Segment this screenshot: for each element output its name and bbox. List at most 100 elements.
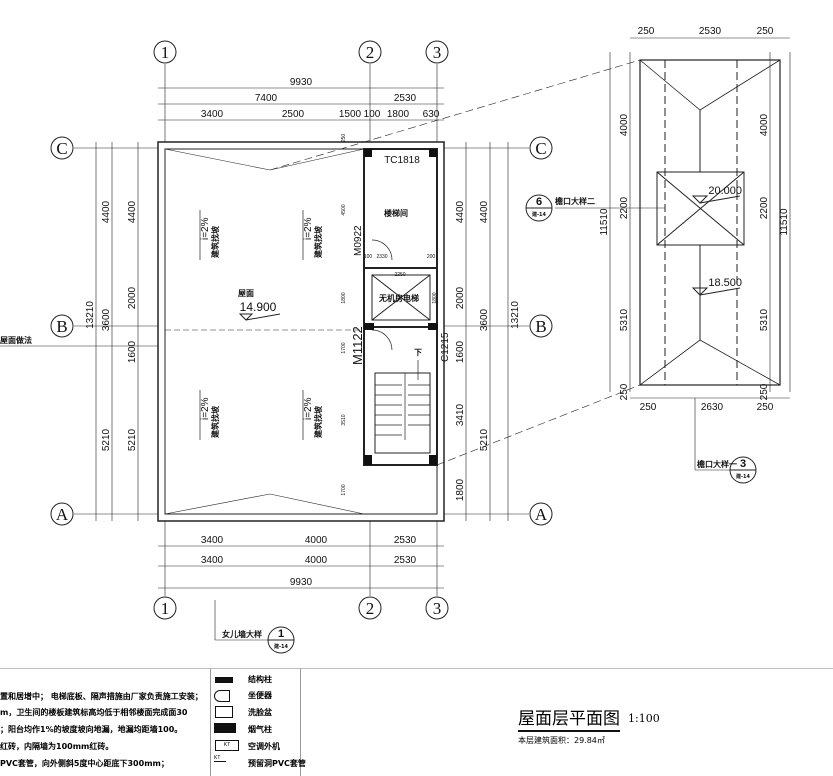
dimension-stair: 1700 xyxy=(341,484,347,495)
note-line: 红砖，内隔墙为100mm红砖。 xyxy=(0,742,114,751)
dimension-stair: 250 xyxy=(341,134,347,143)
dimension-detail: 250 xyxy=(757,402,774,413)
dimension-left: 5210 xyxy=(101,428,112,451)
legend-label: 结构柱 xyxy=(248,675,272,684)
slope-2: i=2% xyxy=(303,217,314,240)
dimension-detail: 11510 xyxy=(779,208,790,236)
dimension-bottom: 3400 xyxy=(201,535,224,546)
legend-table: 置和居增中； 电梯底板、隔声措施由厂家负责施工安装； m，卫生间的楼板建筑标高均… xyxy=(0,668,833,776)
toilet-icon xyxy=(214,690,230,702)
axis-label-1: 1 xyxy=(161,43,170,62)
legend-label: 烟气柱 xyxy=(248,725,272,734)
dimension-left: 1600 xyxy=(127,340,138,363)
slope-4: i=2% xyxy=(303,397,314,420)
dimension-left: 3600 xyxy=(101,308,112,331)
floor-area: 本层建筑面积：29.84㎡ xyxy=(518,736,605,745)
dimension-left: 4400 xyxy=(101,200,112,223)
dimension-detail: 5310 xyxy=(619,308,630,331)
axis-label-c: C xyxy=(56,139,67,158)
axis-label-a: A xyxy=(56,505,69,524)
dimension-top: 2530 xyxy=(394,93,417,104)
dimension-detail: 250 xyxy=(640,402,657,413)
drawing-scale: 1:100 xyxy=(628,712,660,725)
axis-label-3-bottom: 3 xyxy=(433,599,442,618)
dimension-right: 4400 xyxy=(455,200,466,223)
legend-label: 坐便器 xyxy=(248,691,272,700)
slope-note-3: 建筑找坡 xyxy=(210,405,220,439)
dimension-left: 2000 xyxy=(127,286,138,309)
elevator-label: 无机房电梯 xyxy=(378,293,419,303)
slope-note-2: 建筑找坡 xyxy=(313,225,323,259)
dimension-detail: 2530 xyxy=(699,26,722,37)
flue-icon xyxy=(214,723,236,733)
legend-label: 空调外机 xyxy=(248,742,280,751)
dimension-left: 4400 xyxy=(127,200,138,223)
window-c1215: C1215 xyxy=(440,332,451,362)
note-line: PVC套管，向外侧斜5度中心距底下300mm； xyxy=(0,759,169,768)
dimension-right: 2000 xyxy=(455,286,466,309)
dimension-top: 9930 xyxy=(290,77,313,88)
dimension-top: 2500 xyxy=(282,109,305,120)
dimension-stair: 3510 xyxy=(341,414,347,425)
dimension-stair: 100 xyxy=(364,254,373,260)
axis-label-1-bottom: 1 xyxy=(161,599,170,618)
axis-label-a-right: A xyxy=(535,505,548,524)
dimension-right: 13210 xyxy=(510,301,521,329)
dimension-right: 3600 xyxy=(479,308,490,331)
drawing-title: 屋面层平面图 xyxy=(518,704,620,732)
dimension-top: 7400 xyxy=(255,93,278,104)
dimension-detail: 4000 xyxy=(759,113,770,136)
dimension-detail: 2630 xyxy=(701,402,724,413)
dimension-bottom: 3400 xyxy=(201,555,224,566)
dimension-top: 3400 xyxy=(201,109,224,120)
dimension-top: 1800 xyxy=(387,109,410,120)
axis-label-3: 3 xyxy=(433,43,442,62)
dimension-detail: 250 xyxy=(757,26,774,37)
stair-down-label: 下 xyxy=(414,348,422,357)
ac-unit-icon: KT xyxy=(215,740,239,751)
callout-3-text: 檐口大样一 xyxy=(697,459,737,469)
roof-method-label: 屋面做法 xyxy=(0,335,32,345)
axis-label-2-bottom: 2 xyxy=(366,599,375,618)
roof-label: 屋面 xyxy=(238,288,254,298)
elevation-20000: 20.000 xyxy=(708,185,742,197)
dimension-stair: 1700 xyxy=(341,342,347,353)
dimension-stair: 1800 xyxy=(432,292,438,303)
note-line: 置和居增中； 电梯底板、隔声措施由厂家负责施工安装； xyxy=(0,692,203,701)
dimension-right: 1600 xyxy=(455,340,466,363)
dimension-bottom: 9930 xyxy=(290,577,313,588)
washbasin-icon xyxy=(215,706,233,718)
axis-label-b-right: B xyxy=(535,317,546,336)
dimension-left: 5210 xyxy=(127,428,138,451)
legend-label: 预留洞PVC套管 xyxy=(248,759,306,768)
note-line: ；阳台均作1%的坡度坡向地漏，地漏均距墙100。 xyxy=(0,725,183,734)
window-tc1818: TC1818 xyxy=(384,155,420,166)
dimension-detail: 4000 xyxy=(619,113,630,136)
callout-6-text: 檐口大样二 xyxy=(555,196,595,206)
dimension-bottom: 2530 xyxy=(394,555,417,566)
callout-3-sheet: 建-14 xyxy=(735,473,751,480)
slope-3: i=2% xyxy=(200,397,211,420)
dimension-left: 13210 xyxy=(85,301,96,329)
dimension-bottom: 2530 xyxy=(394,535,417,546)
callout-1-sheet: 建-14 xyxy=(273,643,289,650)
axis-label-2: 2 xyxy=(366,43,375,62)
pvc-sleeve-icon: KT xyxy=(214,755,226,762)
callout-6-sheet: 建-14 xyxy=(531,211,547,218)
dimension-top: 1500 xyxy=(339,109,362,120)
dimension-stair: 4500 xyxy=(341,204,347,215)
dimension-bottom: 4000 xyxy=(305,535,328,546)
dimension-detail: 250 xyxy=(638,26,655,37)
dimension-right: 3410 xyxy=(455,403,466,426)
dimension-stair: 2330 xyxy=(376,254,387,260)
structural-column-icon xyxy=(215,677,233,683)
stair-room-label: 楼梯间 xyxy=(384,208,408,218)
callout-3-number: 3 xyxy=(740,458,746,470)
axis-label-c-right: C xyxy=(535,139,546,158)
dimension-right: 5210 xyxy=(479,428,490,451)
dimension-bottom: 4000 xyxy=(305,555,328,566)
slope-note-4: 建筑找坡 xyxy=(313,405,323,439)
dimension-detail: 11510 xyxy=(599,208,610,236)
slope-1: i=2% xyxy=(200,217,211,240)
dimension-stair: 2250 xyxy=(394,272,405,278)
